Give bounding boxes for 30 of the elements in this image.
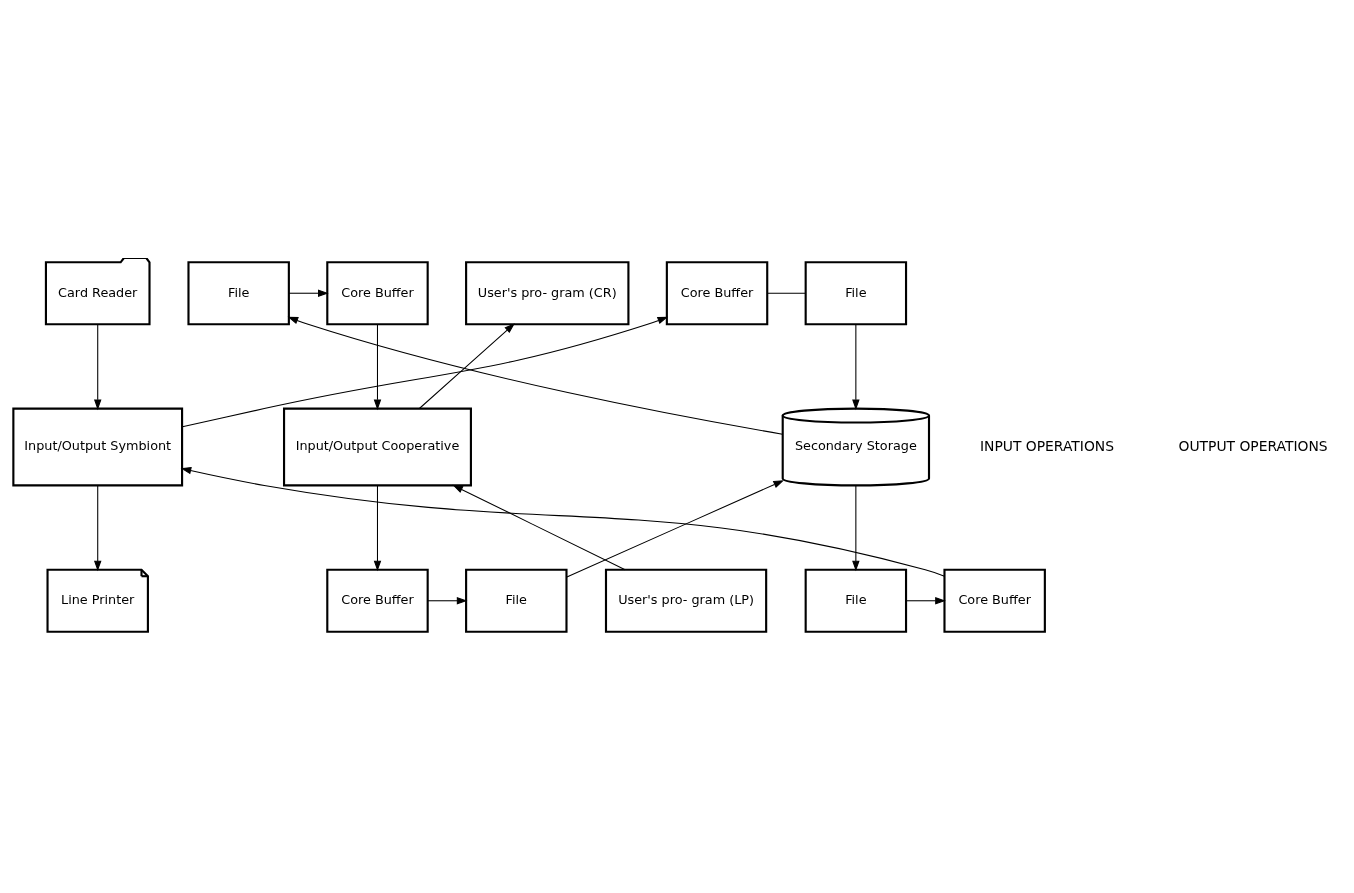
arrow: [288, 289, 329, 297]
arrow: [905, 596, 946, 604]
node-box: Input/Output Symbiont: [12, 407, 184, 486]
arrow: [181, 316, 669, 427]
arrow: [373, 484, 382, 571]
arrow: [452, 484, 626, 570]
node-box: User's pro- gram (LP): [604, 568, 768, 633]
connector: [766, 292, 806, 294]
arrow: [287, 316, 783, 435]
node-box: Core Buffer: [665, 260, 769, 325]
arrow: [418, 322, 515, 409]
arrow: [373, 323, 382, 410]
arrow: [852, 484, 860, 571]
node-box: Core Buffer: [943, 568, 1046, 633]
arrow: [566, 479, 785, 578]
node-box: File: [187, 260, 290, 325]
node-box: Input/Output Cooperative: [283, 407, 472, 486]
arrow: [427, 596, 468, 604]
arrow: [180, 466, 945, 577]
arrow: [93, 323, 102, 410]
arrow: [852, 323, 860, 410]
node-box: Core Buffer: [326, 260, 429, 325]
node-box: File: [804, 260, 908, 325]
label: INPUT OPERATIONS: [979, 437, 1115, 454]
node-box: Core Buffer: [326, 568, 429, 633]
arrow: [93, 484, 102, 571]
node-box: File: [465, 568, 568, 633]
node-box: User's pro- gram (CR): [465, 260, 630, 325]
node-box: File: [804, 568, 908, 633]
label: OUTPUT OPERATIONS: [1178, 437, 1328, 454]
